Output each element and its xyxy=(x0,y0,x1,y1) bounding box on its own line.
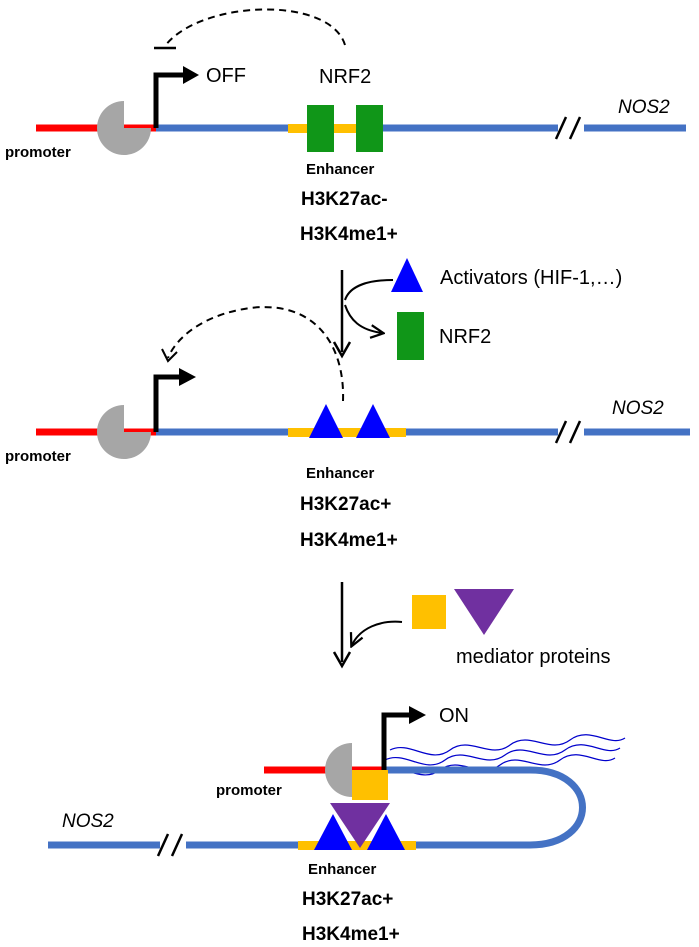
histone-mark-2: H3K4me1+ xyxy=(302,924,400,945)
gene-label: NOS2 xyxy=(612,398,664,419)
promoter-label: promoter xyxy=(5,144,71,161)
dna-break-mark xyxy=(156,833,170,857)
dna-break-mark xyxy=(568,420,582,444)
repression-arc xyxy=(164,8,346,47)
activator-triangle-icon xyxy=(309,404,343,438)
dna-break-mark xyxy=(554,420,568,444)
nrf2-block xyxy=(356,105,383,152)
gene-label: NOS2 xyxy=(618,97,670,118)
histone-mark-1: H3K27ac+ xyxy=(300,494,391,515)
nrf2-out-curve xyxy=(344,304,382,333)
state-label-on: ON xyxy=(439,705,469,727)
mediator-triangle-icon xyxy=(454,589,514,635)
transcript-wave-icon xyxy=(384,744,621,766)
activation-arc xyxy=(167,306,345,402)
arc-arrowhead xyxy=(161,348,178,363)
nrf2-block xyxy=(307,105,334,152)
enhancer-region xyxy=(288,428,406,437)
activator-triangle-icon xyxy=(314,814,352,850)
promoter-label: promoter xyxy=(5,448,71,465)
transition-step-2: mediator proteins xyxy=(332,582,611,669)
tss-arrow-icon xyxy=(153,374,182,432)
activator-in-curve xyxy=(344,279,394,301)
panel-off: OFF NRF2 NOS2 promoter Enhancer H3K27ac-… xyxy=(5,8,686,245)
histone-mark-2: H3K4me1+ xyxy=(300,224,398,245)
transition-step-1: Activators (HIF-1,…) NRF2 xyxy=(332,258,622,360)
tss-arrowhead xyxy=(409,706,426,724)
mediator-label: mediator proteins xyxy=(456,646,611,668)
dna-break-mark xyxy=(170,833,184,857)
activator-triangle-icon xyxy=(391,258,423,292)
tss-arrowhead xyxy=(179,368,196,386)
down-arrowhead xyxy=(332,341,352,359)
transcript-wave-icon xyxy=(379,754,616,776)
mediator-square-icon xyxy=(412,595,446,629)
enhancer-label: Enhancer xyxy=(306,465,375,482)
down-arrowhead xyxy=(332,651,352,669)
activator-triangle-icon xyxy=(356,404,390,438)
enhancer-label: Enhancer xyxy=(306,161,375,178)
state-label-off: OFF xyxy=(206,65,246,87)
activator-triangle-icon xyxy=(367,814,405,850)
tss-arrow-icon xyxy=(153,72,186,128)
activators-label: Activators (HIF-1,…) xyxy=(440,267,622,289)
histone-mark-2: H3K4me1+ xyxy=(300,530,398,551)
histone-mark-1: H3K27ac- xyxy=(301,189,388,210)
tss-arrow-icon xyxy=(381,712,412,770)
enhancer-label: Enhancer xyxy=(308,861,377,878)
dna-break-mark xyxy=(554,116,568,140)
histone-mark-1: H3K27ac+ xyxy=(302,889,393,910)
mediator-square-icon xyxy=(352,770,388,800)
gene-label: NOS2 xyxy=(62,811,114,832)
dna-break-mark xyxy=(568,116,582,140)
enhancer-region xyxy=(298,841,416,850)
released-nrf2-label: NRF2 xyxy=(439,326,491,348)
promoter-label: promoter xyxy=(216,782,282,799)
transcript-wave-icon xyxy=(389,734,626,756)
released-nrf2-block xyxy=(397,312,424,360)
panel-primed: NOS2 promoter Enhancer H3K27ac+ H3K4me1+ xyxy=(5,306,690,551)
tss-arrowhead xyxy=(183,66,199,84)
polymerase-icon xyxy=(97,405,151,459)
panel-on: ON NOS2 promoter Enhancer H3K27ac+ H3K4m… xyxy=(48,705,626,945)
dna-loop xyxy=(384,766,586,849)
mediator-in-curve xyxy=(352,620,403,645)
nrf2-label: NRF2 xyxy=(319,66,371,88)
polymerase-icon xyxy=(97,101,151,155)
mediator-triangle-icon xyxy=(330,803,390,848)
